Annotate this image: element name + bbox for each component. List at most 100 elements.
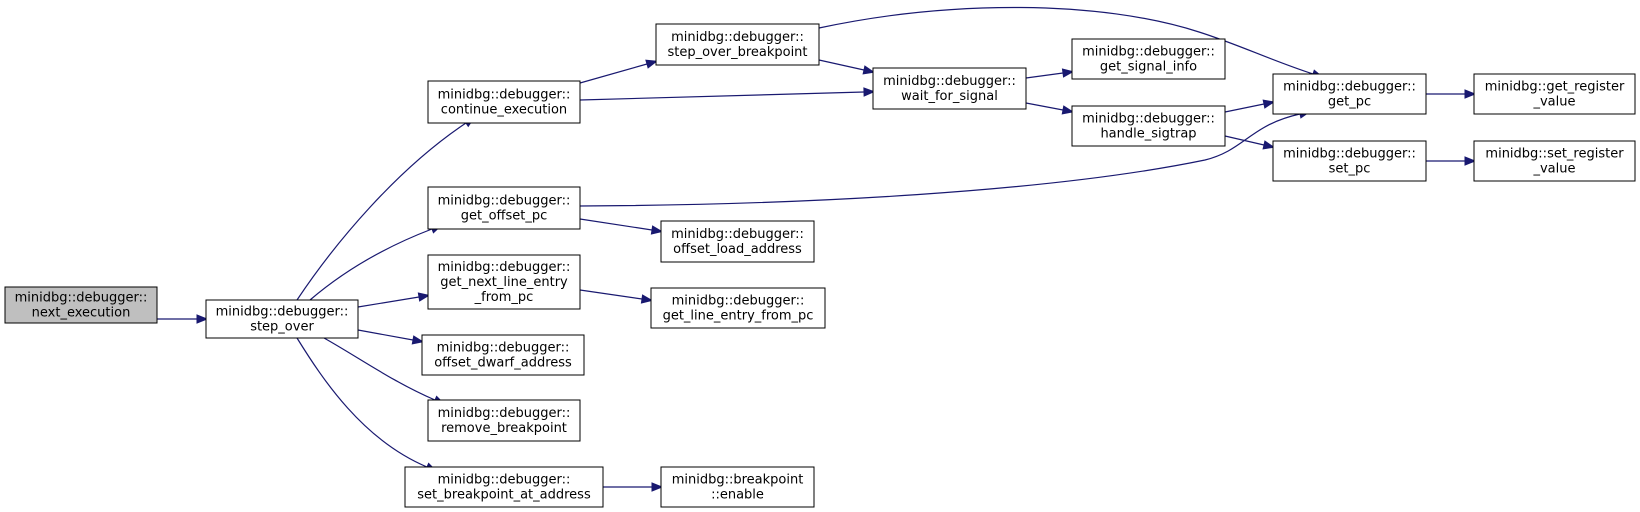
node-box[interactable] <box>1272 73 1427 115</box>
node-box[interactable] <box>872 67 1027 110</box>
node-label: wait_for_signal <box>901 89 998 104</box>
arrow-head-icon <box>417 292 431 302</box>
node-get_signal_info[interactable]: minidbg::debugger::get_signal_info <box>1071 38 1226 80</box>
edge-step_over-to-offset_dwarf_address <box>357 329 425 345</box>
node-label: minidbg::debugger:: <box>438 260 571 275</box>
node-label: ::enable <box>711 488 764 503</box>
arrow-head-icon <box>1262 140 1276 150</box>
node-label: minidbg::debugger:: <box>1283 80 1416 95</box>
node-box[interactable] <box>1473 140 1636 182</box>
node-box[interactable] <box>1071 38 1226 80</box>
node-get_offset_pc[interactable]: minidbg::debugger::get_offset_pc <box>427 186 581 230</box>
node-box[interactable] <box>1473 73 1636 115</box>
node-offset_load_address[interactable]: minidbg::debugger::offset_load_address <box>660 220 815 263</box>
arrow-head-icon <box>1262 99 1276 109</box>
node-label: next_execution <box>32 306 131 321</box>
edge-step_over-to-get_offset_pc <box>309 224 443 301</box>
arrow-head-icon <box>1061 68 1075 78</box>
node-label: handle_sigtrap <box>1100 127 1196 142</box>
edge-line <box>1224 103 1265 113</box>
node-box[interactable] <box>205 299 359 339</box>
node-label: minidbg::debugger:: <box>1082 112 1215 127</box>
edge-next_execution-to-step_over <box>157 314 209 324</box>
node-box[interactable] <box>427 254 581 310</box>
edge-handle_sigtrap-to-set_pc <box>1224 135 1276 150</box>
node-label: minidbg::debugger:: <box>438 194 571 209</box>
node-get_line_entry_from_pc[interactable]: minidbg::debugger::get_line_entry_from_p… <box>650 287 826 329</box>
node-box[interactable] <box>650 287 826 329</box>
node-next_execution[interactable]: minidbg::debugger::next_execution <box>4 286 158 324</box>
edge-line <box>818 6 1314 75</box>
node-label: remove_breakpoint <box>441 421 567 436</box>
node-label: minidbg::debugger:: <box>1283 147 1416 162</box>
node-set_register_value[interactable]: minidbg::set_register_value <box>1473 140 1636 182</box>
node-wait_for_signal[interactable]: minidbg::debugger::wait_for_signal <box>872 67 1027 110</box>
edge-get_offset_pc-to-offset_load_address <box>579 218 664 235</box>
node-remove_breakpoint[interactable]: minidbg::debugger::remove_breakpoint <box>427 399 581 442</box>
node-label: _from_pc <box>474 290 534 305</box>
edge-get_next_line_entry_from_pc-to-get_line_entry_from_pc <box>579 289 654 304</box>
edge-step_over-to-get_next_line_entry_from_pc <box>357 292 431 308</box>
node-step_over_breakpoint[interactable]: minidbg::debugger::step_over_breakpoint <box>655 23 820 66</box>
node-get_register_value[interactable]: minidbg::get_register_value <box>1473 73 1636 115</box>
node-label: minidbg::debugger:: <box>438 406 571 421</box>
edge-set_breakpoint_at_address-to-breakpoint_enable <box>603 482 664 492</box>
node-set_pc[interactable]: minidbg::debugger::set_pc <box>1272 140 1427 182</box>
arrow-head-icon <box>645 59 658 69</box>
node-handle_sigtrap[interactable]: minidbg::debugger::handle_sigtrap <box>1071 105 1226 147</box>
arrow-head-icon <box>1061 105 1075 115</box>
edge-get_pc-to-get_register_value <box>1426 89 1477 99</box>
arrow-head-icon <box>863 87 876 97</box>
edge-line <box>579 91 865 101</box>
arrow-head-icon <box>862 65 876 75</box>
arrow-head-icon <box>1464 89 1477 99</box>
node-box[interactable] <box>427 399 581 442</box>
arrow-head-icon <box>640 294 654 304</box>
edge-line <box>309 228 433 301</box>
edge-line <box>296 122 467 301</box>
node-breakpoint_enable[interactable]: minidbg::breakpoint::enable <box>660 466 815 508</box>
edge-wait_for_signal-to-handle_sigtrap <box>1025 102 1075 115</box>
node-label: get_line_entry_from_pc <box>663 309 814 324</box>
arrow-head-icon <box>411 335 425 345</box>
node-box[interactable] <box>427 186 581 230</box>
edge-line <box>1025 72 1064 79</box>
node-box[interactable] <box>1272 140 1427 182</box>
node-box[interactable] <box>655 23 820 66</box>
node-label: step_over_breakpoint <box>667 45 807 60</box>
edge-step_over-to-set_breakpoint_at_address <box>296 337 438 472</box>
node-get_next_line_entry_from_pc[interactable]: minidbg::debugger::get_next_line_entry_f… <box>427 254 581 310</box>
node-box[interactable] <box>421 334 585 376</box>
node-box[interactable] <box>660 220 815 263</box>
arrow-head-icon <box>651 482 664 492</box>
node-box[interactable] <box>660 466 815 508</box>
node-offset_dwarf_address[interactable]: minidbg::debugger::offset_dwarf_address <box>421 334 585 376</box>
node-label: minidbg::debugger:: <box>1082 45 1215 60</box>
edge-handle_sigtrap-to-get_pc <box>1224 99 1276 113</box>
node-box[interactable] <box>427 80 581 124</box>
edge-set_pc-to-set_register_value <box>1426 156 1477 166</box>
edge-line <box>323 337 436 401</box>
node-label: step_over <box>250 320 314 335</box>
node-continue_execution[interactable]: minidbg::debugger::continue_execution <box>427 80 581 124</box>
node-box[interactable] <box>404 466 604 508</box>
node-step_over[interactable]: minidbg::debugger::step_over <box>205 299 359 339</box>
edge-step_over_breakpoint-to-get_pc <box>818 6 1324 79</box>
edge-line <box>357 329 414 341</box>
node-label: minidbg::debugger:: <box>883 74 1016 89</box>
node-label: minidbg::debugger:: <box>671 227 804 242</box>
node-get_pc[interactable]: minidbg::debugger::get_pc <box>1272 73 1427 115</box>
node-label: continue_execution <box>441 103 567 118</box>
edge-line <box>579 289 643 300</box>
node-label: _value <box>1532 162 1575 177</box>
node-label: minidbg::debugger:: <box>438 473 571 488</box>
node-box[interactable] <box>4 286 158 324</box>
node-label: minidbg::debugger:: <box>437 341 570 356</box>
arrow-head-icon <box>196 314 209 324</box>
node-label: offset_load_address <box>673 242 802 257</box>
node-box[interactable] <box>1071 105 1226 147</box>
arrow-head-icon <box>1464 156 1477 166</box>
node-set_breakpoint_at_address[interactable]: minidbg::debugger::set_breakpoint_at_add… <box>404 466 604 508</box>
